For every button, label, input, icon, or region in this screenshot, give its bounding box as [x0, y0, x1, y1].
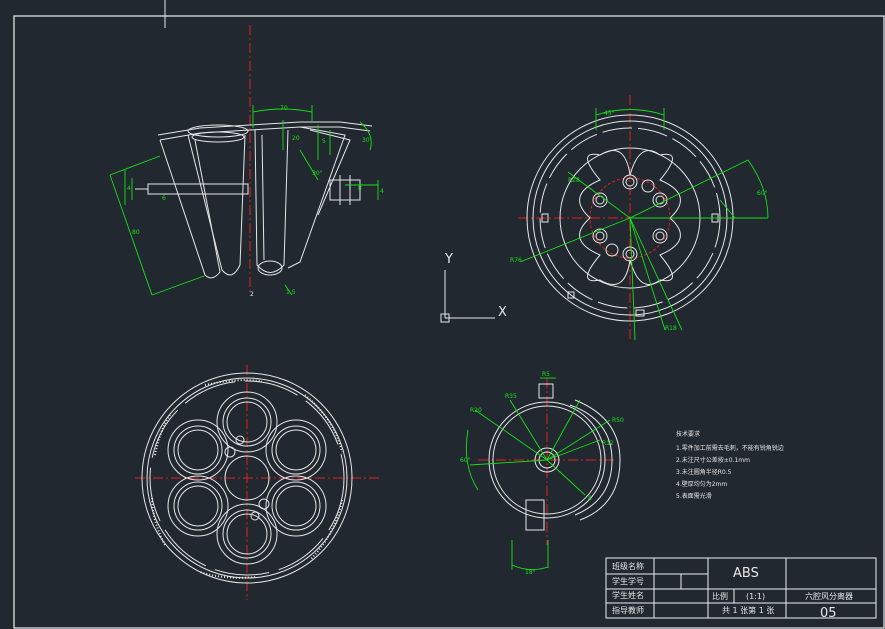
bottom-view	[135, 365, 382, 600]
svg-text:60°: 60°	[460, 457, 471, 464]
svg-text:R35: R35	[505, 393, 517, 400]
svg-text:1.5: 1.5	[286, 289, 296, 296]
title-scale-label: 比例	[712, 591, 728, 601]
svg-text:R76: R76	[510, 257, 522, 264]
title-drawing-number: 05	[820, 606, 837, 621]
perforation-pattern	[151, 379, 343, 579]
svg-text:5: 5	[322, 138, 326, 145]
ucs-icon: Y X	[440, 252, 507, 323]
svg-text:45°: 45°	[604, 110, 615, 117]
title-block: 班级名称 学生学号 学生姓名 指导教师 ABS 比例 (1:1) 六腔风分离器 …	[605, 557, 877, 621]
notes-item: 1.零件加工前需去毛刺，不能有锐角锐边	[676, 444, 784, 452]
hub-view: R20 R35 R50 60° R12 8 18° R5	[460, 371, 624, 576]
svg-text:4: 4	[127, 185, 131, 192]
title-sheets: 共 1 张第 1 张	[722, 605, 774, 615]
title-drawing-name: 六腔风分离器	[805, 591, 853, 601]
svg-text:8: 8	[358, 185, 362, 192]
drawing-frame	[13, 15, 885, 629]
top-view-dim-text: 45° 60° R76 R28 R18	[510, 110, 768, 332]
svg-text:70: 70	[280, 105, 288, 112]
top-view-dimensions	[519, 108, 769, 341]
front-dim-text: 70 20 30° 4 5 8 4 80 1.5 30 6 2	[127, 105, 384, 298]
svg-text:8: 8	[588, 495, 592, 502]
front-view: 70 20 30° 4 5 8 4 80 1.5 30 6 2	[109, 25, 384, 298]
ucs-y-label: Y	[444, 252, 453, 267]
title-class-label: 班级名称	[612, 561, 644, 571]
svg-text:R28: R28	[568, 177, 580, 184]
bottom-view-rings	[167, 391, 327, 565]
svg-text:30: 30	[362, 137, 370, 144]
svg-text:R18: R18	[665, 325, 677, 332]
svg-text:R50: R50	[612, 417, 624, 424]
svg-text:R12: R12	[602, 440, 614, 447]
ucs-x-label: X	[498, 305, 507, 320]
svg-text:80: 80	[132, 229, 140, 236]
svg-text:30°: 30°	[312, 170, 323, 177]
svg-text:18°: 18°	[525, 569, 536, 576]
hub-dimensions	[465, 377, 611, 570]
svg-text:6: 6	[162, 195, 166, 202]
top-view: 45° 60° R76 R28 R18	[510, 95, 769, 341]
title-teacher-label: 指导教师	[612, 605, 644, 615]
notes-item: 2.未注尺寸公差按±0.1mm	[676, 456, 750, 464]
svg-text:R5: R5	[542, 371, 550, 378]
svg-text:60°: 60°	[757, 190, 768, 197]
title-scale-value: (1:1)	[746, 592, 765, 601]
title-student-name-label: 学生姓名	[612, 590, 644, 600]
front-dimensions	[109, 105, 379, 296]
notes-item: 4.壁厚均匀为2mm	[676, 480, 727, 488]
notes-title: 技术要求	[676, 430, 700, 438]
svg-text:20: 20	[292, 135, 300, 142]
svg-text:4: 4	[380, 188, 384, 195]
notes-item: 5.表面需光滑	[676, 492, 712, 500]
notes-item: 3.未注圆角半径R0.5	[676, 468, 732, 476]
hub-dim-text: R20 R35 R50 60° R12 8 18° R5	[460, 371, 624, 576]
svg-text:2: 2	[250, 291, 254, 298]
technical-notes: 技术要求 1.零件加工前需去毛刺，不能有锐角锐边 2.未注尺寸公差按±0.1mm…	[676, 430, 784, 500]
svg-text:R20: R20	[470, 407, 482, 414]
title-student-id-label: 学生学号	[612, 576, 644, 586]
title-material: ABS	[733, 566, 759, 581]
